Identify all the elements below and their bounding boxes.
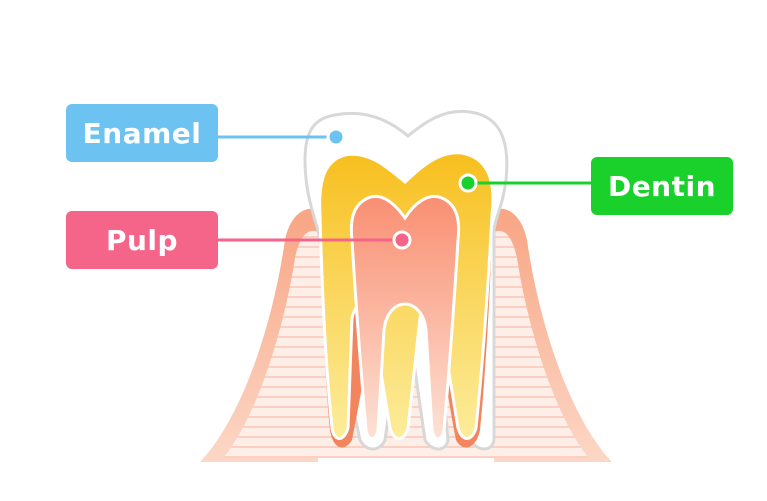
enamel-label: Enamel (66, 104, 218, 162)
enamel-leader (218, 127, 346, 147)
pulp-shape (349, 195, 461, 441)
pulp-label: Pulp (66, 211, 218, 269)
dentin-label: Dentin (591, 157, 733, 215)
pulp-leader (218, 230, 412, 250)
dentin-leader (458, 173, 591, 193)
